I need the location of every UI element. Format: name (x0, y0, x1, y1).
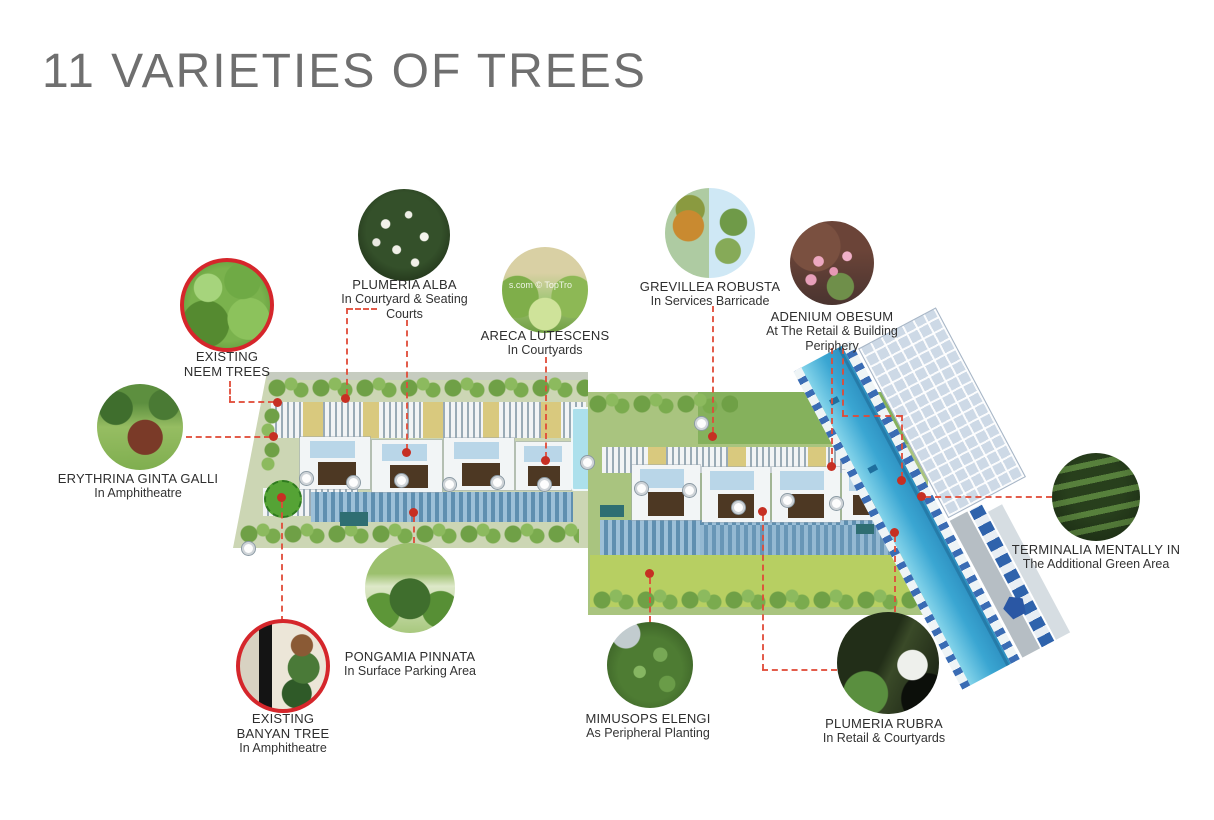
plumeria-alba-label: PLUMERIA ALBA In Courtyard & Seating Cou… (341, 277, 468, 321)
amenity-icon (490, 475, 505, 490)
banyan-tree-photo (236, 619, 330, 713)
plumeria-rubra-photo (837, 612, 939, 714)
areca-lutescens-photo: s.com © TopTro (502, 247, 588, 333)
amenity-icon (394, 473, 409, 488)
amenity-icon (442, 477, 457, 492)
amenity-icon (694, 416, 709, 431)
terminalia-mentally-photo (1052, 453, 1140, 541)
grevillea-robusta-label: GREVILLEA ROBUSTA In Services Barricade (639, 279, 781, 308)
plumeria-rubra-label: PLUMERIA RUBRA In Retail & Courtyards (822, 716, 946, 745)
amenity-icon (537, 477, 552, 492)
amenity-icon (731, 500, 746, 515)
amenity-icon (241, 541, 256, 556)
existing-neem-trees-label: EXISTING NEEM TREES (183, 349, 271, 379)
adenium-obesum-label: ADENIUM OBESUM At The Retail & Building … (766, 309, 898, 353)
amenity-icon (346, 475, 361, 490)
areca-lutescens-label: ARECA LUTESCENS In Courtyards (480, 328, 610, 357)
amenity-icon (682, 483, 697, 498)
pongamia-pinnata-photo (365, 543, 455, 633)
amenity-icon (299, 471, 314, 486)
neem-foliage-photo (180, 258, 274, 352)
pongamia-pinnata-label: PONGAMIA PINNATA In Surface Parking Area (343, 649, 477, 678)
photo-watermark: s.com © TopTro (508, 279, 573, 290)
page-title: 11 VARIETIES OF TREES (42, 45, 647, 98)
existing-banyan-tree-label: EXISTING BANYAN TREE In Amphitheatre (236, 711, 330, 755)
erythrina-ginta-galli-photo (97, 384, 183, 470)
terminalia-mentally-label: TERMINALIA MENTALLY IN The Additional Gr… (1011, 542, 1181, 571)
amenity-icon (634, 481, 649, 496)
mimusops-elengi-label: MIMUSOPS ELENGI As Peripheral Planting (585, 711, 711, 740)
adenium-obesum-photo (790, 221, 874, 305)
plumeria-alba-photo (358, 189, 450, 281)
amenity-icon (780, 493, 795, 508)
erythrina-ginta-galli-label: ERYTHRINA GINTA GALLI In Amphitheatre (57, 471, 219, 500)
grevillea-robusta-photo (665, 188, 755, 278)
plan-left-edge-wall (233, 372, 257, 547)
amenity-icon (829, 496, 844, 511)
amenity-icon (580, 455, 595, 470)
mimusops-elengi-photo (607, 622, 693, 708)
